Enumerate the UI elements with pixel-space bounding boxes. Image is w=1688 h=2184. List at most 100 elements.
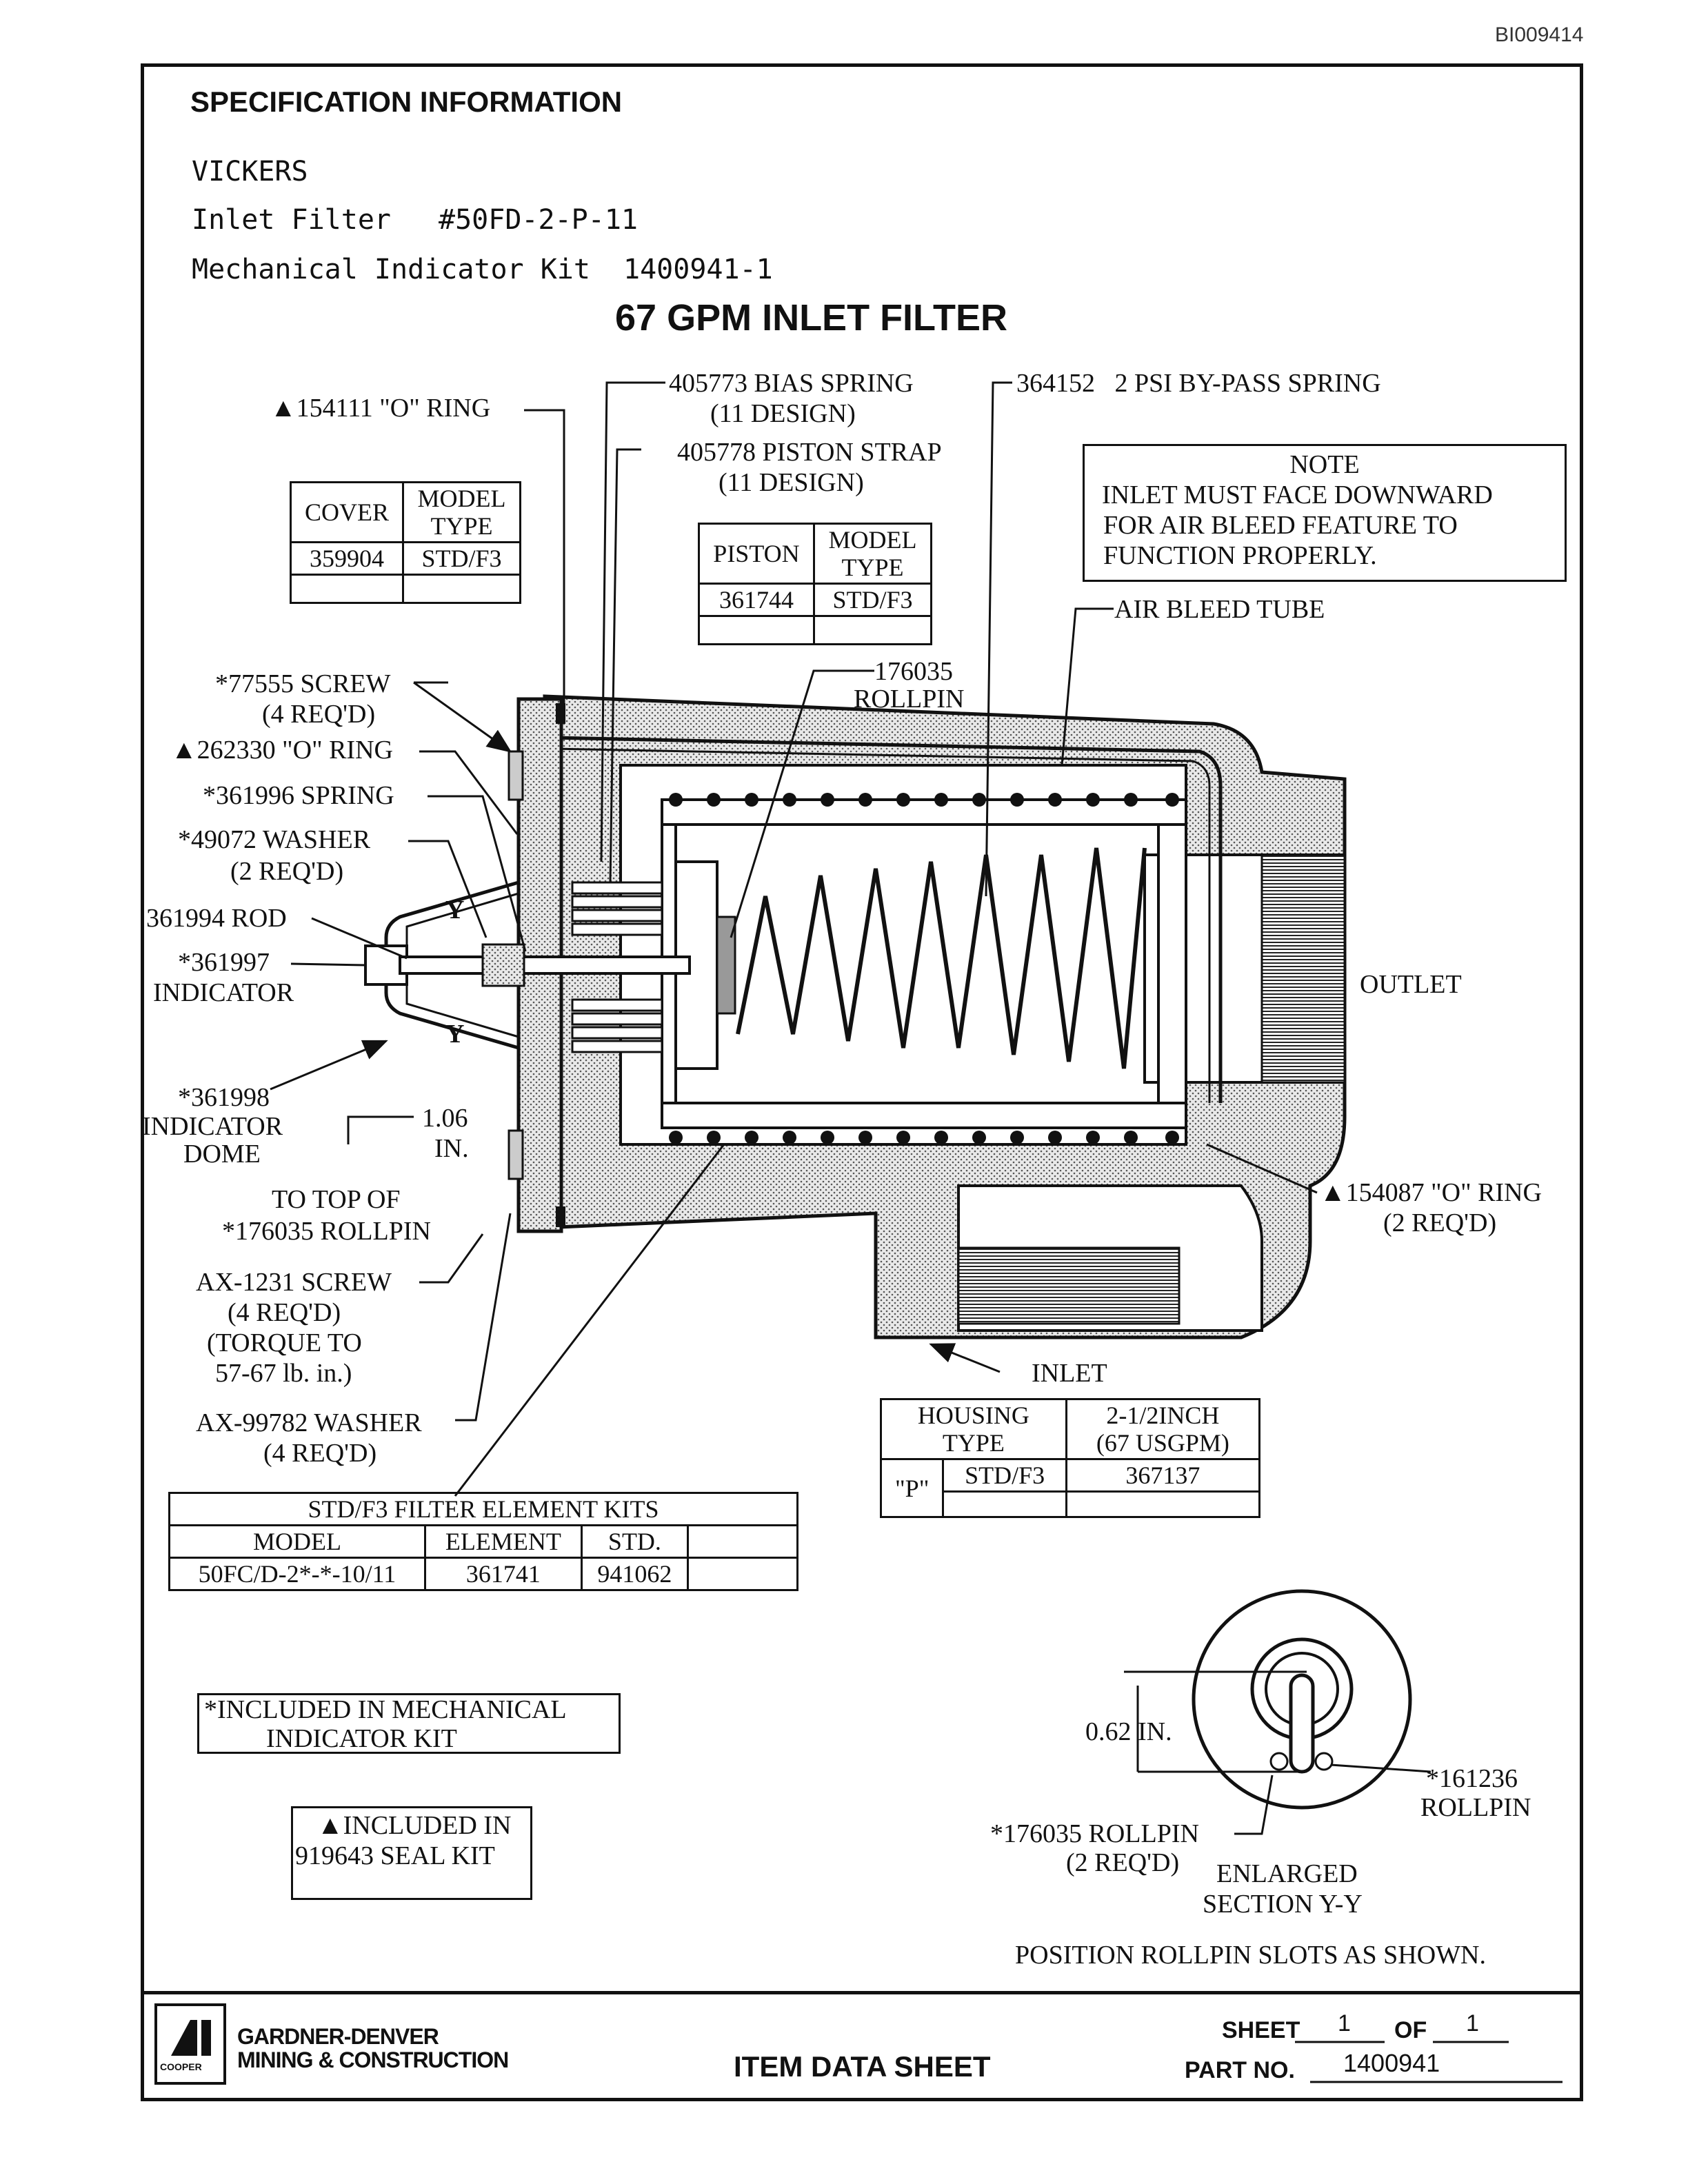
- logo-cooper-text: COOPER: [160, 2061, 202, 2072]
- housing-table-type: STD/F3: [942, 1458, 1067, 1493]
- element-kits-title: STD/F3 FILTER ELEMENT KITS: [168, 1492, 798, 1526]
- callout-dome-indicator: INDICATOR: [142, 1112, 283, 1141]
- spec-filter-number: #50FD-2-P-11: [439, 204, 638, 236]
- housing-table-part: 367137: [1065, 1458, 1261, 1493]
- label-inlet: INLET: [1032, 1359, 1107, 1388]
- callout-dome-word: DOME: [183, 1140, 261, 1169]
- callout-ax1231-screw: AX-1231 SCREW: [196, 1268, 392, 1297]
- housing-table-header-size: 2-1/2INCH(67 USGPM): [1065, 1398, 1261, 1460]
- cover-table-type: STD/F3: [402, 541, 521, 576]
- section-enlarged: ENLARGED: [1216, 1859, 1358, 1888]
- cover-table-part: 359904: [289, 541, 405, 576]
- element-kits-header-std: STD.: [580, 1524, 690, 1559]
- callout-rollpin-176035-word: ROLLPIN: [854, 685, 965, 714]
- sheet-number: 1: [1338, 2010, 1351, 2036]
- section-rollpin-161236-word: ROLLPIN: [1420, 1793, 1531, 1822]
- legend-seal-line-1: ▲INCLUDED IN: [317, 1811, 512, 1840]
- piston-table-part: 361744: [698, 583, 815, 617]
- spec-maker: VICKERS: [192, 156, 308, 188]
- section-y-y-detail: [1124, 1589, 1431, 1835]
- sheet-total: 1: [1466, 2010, 1479, 2036]
- element-kits-table: STD/F3 FILTER ELEMENT KITS MODEL ELEMENT…: [168, 1492, 798, 1591]
- legend-mechanical-kit-box: [197, 1693, 621, 1754]
- part-number-label: PART NO.: [1185, 2057, 1295, 2083]
- drawing-title: 67 GPM INLET FILTER: [615, 297, 1008, 338]
- callout-o-ring-154111: ▲154111 "O" RING: [270, 394, 491, 423]
- leader-lines: [270, 381, 1318, 1497]
- company-name-line-2: MINING & CONSTRUCTION: [237, 2048, 509, 2072]
- element-kits-std: 941062: [580, 1557, 690, 1591]
- legend-seal-line-2: 919643 SEAL KIT: [295, 1841, 495, 1870]
- element-kits-header-model: MODEL: [168, 1524, 426, 1559]
- note-line-2: FOR AIR BLEED FEATURE TO: [1103, 511, 1458, 540]
- section-position-note: POSITION ROLLPIN SLOTS AS SHOWN.: [1015, 1941, 1486, 1970]
- element-kits-element: 361741: [423, 1557, 583, 1591]
- piston-table-type: STD/F3: [812, 583, 933, 617]
- callout-ax1231-req: (4 REQ'D): [228, 1298, 341, 1327]
- dimension-1-06-unit: IN.: [434, 1134, 469, 1163]
- spec-heading: SPECIFICATION INFORMATION: [190, 85, 623, 118]
- spec-filter-label: Inlet Filter: [192, 204, 391, 236]
- callout-ax99782-washer: AX-99782 WASHER: [196, 1408, 422, 1437]
- callout-to-top-of: TO TOP OF: [272, 1185, 401, 1214]
- callout-air-bleed-tube: AIR BLEED TUBE: [1114, 595, 1325, 624]
- dimension-1-06: 1.06: [422, 1104, 468, 1133]
- callout-washer-49072-req: (2 REQ'D): [230, 857, 344, 886]
- callout-ax1231-torque: (TORQUE TO: [207, 1328, 362, 1357]
- cover-table-header-cover: COVER: [289, 481, 405, 543]
- callout-screw-77555: *77555 SCREW: [215, 669, 391, 698]
- callout-rod-361994: 361994 ROD: [146, 904, 287, 933]
- section-rollpin-176035-req: (2 REQ'D): [1066, 1848, 1180, 1877]
- document-id: BI009414: [1495, 23, 1584, 46]
- callout-piston-strap: 405778 PISTON STRAP: [677, 438, 942, 467]
- spec-kit-number: 1400941-1: [623, 254, 773, 285]
- footer-divider: [141, 1991, 1583, 1994]
- label-outlet: OUTLET: [1360, 970, 1462, 999]
- callout-piston-strap-design: (11 DESIGN): [719, 468, 864, 497]
- callout-bypass-spring: 364152 2 PSI BY-PASS SPRING: [1016, 369, 1381, 398]
- note-line-3: FUNCTION PROPERLY.: [1103, 541, 1377, 570]
- legend-mechanical-line-1: *INCLUDED IN MECHANICAL: [204, 1695, 567, 1724]
- element-kits-header-element: ELEMENT: [423, 1524, 583, 1559]
- legend-mechanical-line-2: INDICATOR KIT: [266, 1724, 457, 1753]
- callout-screw-77555-req: (4 REQ'D): [262, 700, 376, 729]
- callout-bias-spring: 405773 BIAS SPRING: [669, 369, 914, 398]
- part-number-value: 1400941: [1343, 2049, 1440, 2077]
- callout-o-ring-262330: ▲262330 "O" RING: [171, 736, 393, 765]
- sheet-frame: [141, 63, 1583, 2101]
- gardner-denver-logo: [154, 2003, 226, 2085]
- spec-kit-label: Mechanical Indicator Kit: [192, 254, 590, 285]
- section-y-y-title: SECTION Y-Y: [1203, 1890, 1363, 1919]
- section-rollpin-161236: *161236: [1426, 1764, 1518, 1793]
- callout-dome-361998: *361998: [178, 1083, 270, 1112]
- callout-to-top-rollpin: *176035 ROLLPIN: [222, 1217, 431, 1246]
- of-label: OF: [1394, 2017, 1427, 2043]
- callout-bias-spring-design: (11 DESIGN): [710, 399, 856, 428]
- item-data-sheet-title: ITEM DATA SHEET: [734, 2050, 991, 2083]
- filter-element: [571, 793, 1187, 1144]
- callout-indicator-361997: *361997: [178, 948, 270, 977]
- housing-table-housing-code: "P": [879, 1458, 945, 1518]
- element-kits-model: 50FC/D-2*-*-10/11: [168, 1557, 426, 1591]
- callout-washer-49072: *49072 WASHER: [178, 825, 371, 854]
- sheet-label: SHEET: [1222, 2017, 1300, 2043]
- callout-rollpin-176035-number: 176035: [874, 657, 953, 686]
- note-box: [1083, 444, 1567, 582]
- callout-o-ring-154087-req: (2 REQ'D): [1383, 1209, 1497, 1237]
- section-dimension-0-62: 0.62 IN.: [1085, 1717, 1172, 1746]
- note-line-1: INLET MUST FACE DOWNWARD: [1102, 481, 1493, 509]
- note-heading: NOTE: [1289, 450, 1360, 479]
- callout-spring-361996: *361996 SPRING: [203, 781, 394, 810]
- callout-ax99782-req: (4 REQ'D): [263, 1439, 377, 1468]
- callout-indicator-word: INDICATOR: [153, 978, 294, 1007]
- section-mark-y-bottom: Y: [445, 1020, 465, 1049]
- section-rollpin-176035: *176035 ROLLPIN: [990, 1819, 1199, 1848]
- piston-table-header-piston: PISTON: [698, 523, 815, 585]
- company-name-line-1: GARDNER-DENVER: [237, 2024, 439, 2049]
